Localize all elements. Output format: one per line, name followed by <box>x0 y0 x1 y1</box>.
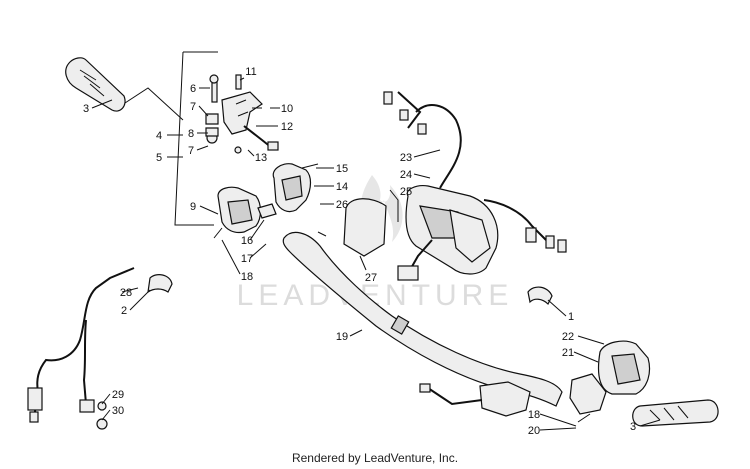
callout-label: 15 <box>336 163 348 175</box>
throttle-cable <box>27 267 135 430</box>
callout-label: 9 <box>190 201 196 213</box>
callout-label: 4 <box>156 130 162 142</box>
callout-label: 2 <box>121 305 127 317</box>
switch-housing-with-harness <box>383 91 567 281</box>
callout-label: 29 <box>112 389 124 401</box>
callout-label: 16 <box>241 235 253 247</box>
callout-label: 28 <box>120 287 132 299</box>
clamp-rings <box>147 274 553 306</box>
callout-label: 6 <box>190 83 196 95</box>
callout-label: 7 <box>190 101 196 113</box>
handlebar-frame-outline <box>124 51 218 226</box>
left-control-housing <box>213 186 277 239</box>
callout-label: 30 <box>112 405 124 417</box>
callout-label: 23 <box>400 152 412 164</box>
callout-label: 8 <box>188 128 194 140</box>
callout-label: 1 <box>568 311 574 323</box>
callout-label: 3 <box>83 103 89 115</box>
callout-label: 20 <box>528 425 540 437</box>
callout-label: 17 <box>241 253 253 265</box>
callout-label: 22 <box>562 331 574 343</box>
callout-label: 5 <box>156 152 162 164</box>
callout-label: 10 <box>281 103 293 115</box>
callout-label: 14 <box>336 181 348 193</box>
right-grip <box>632 399 719 427</box>
throttle-bracket <box>221 91 279 154</box>
pins-and-washers <box>205 74 242 144</box>
callout-label: 21 <box>562 347 574 359</box>
callout-labels: 3 4 5 6 7 8 7 11 10 12 13 15 14 9 26 16 … <box>83 66 636 437</box>
callout-label: 27 <box>365 272 377 284</box>
leader-lines <box>91 77 661 431</box>
right-control-housing <box>569 340 651 415</box>
callout-label: 7 <box>188 145 194 157</box>
callout-label: 25 <box>400 186 412 198</box>
left-grip <box>65 57 126 112</box>
throttle-housing <box>272 163 319 213</box>
callout-label: 19 <box>336 331 348 343</box>
callout-label: 24 <box>400 169 412 181</box>
callout-label: 3 <box>630 421 636 433</box>
housing-cover <box>317 198 387 257</box>
handlebar-tube <box>282 231 563 407</box>
callout-label: 26 <box>336 199 348 211</box>
callout-label: 18 <box>528 409 540 421</box>
callout-label: 12 <box>281 121 293 133</box>
callout-label: 13 <box>255 152 267 164</box>
footer-credit: Rendered by LeadVenture, Inc. <box>292 451 458 465</box>
lever-assembly <box>419 381 591 423</box>
callout-label: 11 <box>245 66 256 78</box>
callout-label: 18 <box>241 271 253 283</box>
